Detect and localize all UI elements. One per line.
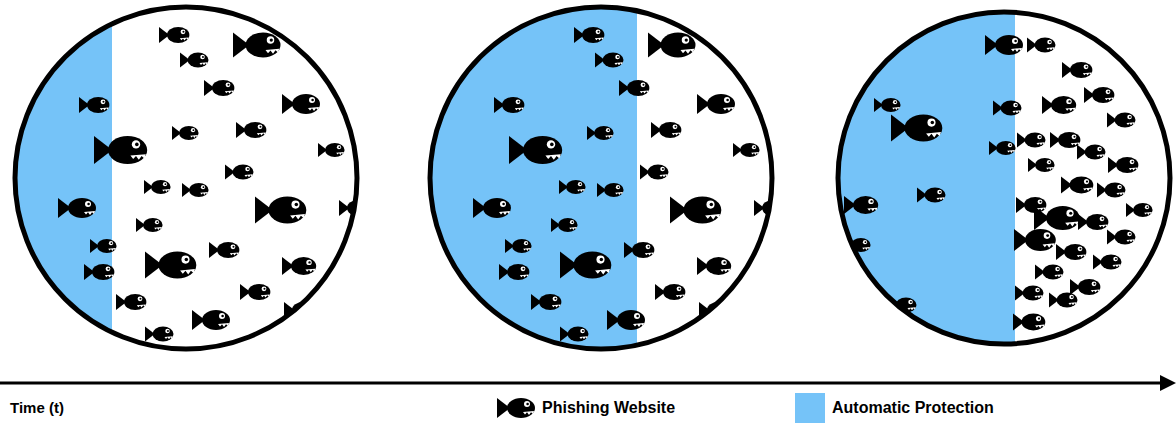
phishing-fish: [494, 97, 524, 113]
phishing-fish: [989, 141, 1016, 155]
phishing-fish: [655, 284, 685, 300]
phishing-fish: [1035, 265, 1064, 280]
phishing-fish: [595, 53, 624, 68]
phishing-fish: [651, 122, 681, 138]
phishing-fish: [1097, 183, 1126, 198]
phishing-fish: [182, 183, 209, 197]
phishing-fish: [844, 196, 878, 214]
legend-label: Automatic Protection: [832, 398, 994, 417]
phishing-fish: [473, 198, 511, 218]
phishing-fish: [1056, 244, 1086, 260]
phishing-fish: [1013, 314, 1045, 331]
phishing-fish: [560, 252, 611, 279]
phishing-fish: [587, 126, 614, 140]
phishing-fish: [90, 239, 117, 253]
phishing-fish: [204, 80, 234, 96]
phishing-fish: [318, 143, 345, 157]
phishing-fish: [1084, 87, 1114, 103]
phishing-fish: [58, 198, 96, 218]
phishing-fish: [1050, 132, 1080, 148]
phishing-fish: [597, 183, 624, 197]
phishing-fish: [697, 257, 731, 275]
phishing-fish: [499, 264, 529, 280]
phishing-fish: [159, 27, 189, 43]
phishing-fish: [1062, 62, 1092, 78]
phishing-fish: [1108, 157, 1138, 173]
protection-area: [830, 0, 1015, 360]
phishing-fish: [574, 27, 604, 43]
phishing-fish: [670, 197, 721, 224]
phishing-fish: [1061, 177, 1093, 194]
phishing-fish: [1028, 158, 1055, 172]
phishing-fish: [985, 35, 1023, 55]
legend-swatch: [795, 393, 825, 423]
phishing-fish: [1093, 255, 1122, 270]
phishing-fish: [891, 115, 942, 142]
phishing-fish: [640, 165, 669, 180]
phishing-fish: [282, 257, 316, 275]
phishing-fish: [1042, 96, 1076, 114]
phishing-fish: [505, 239, 532, 253]
phishing-fish: [874, 98, 901, 112]
phishing-fish: [282, 94, 320, 114]
phishing-fish: [84, 264, 114, 280]
fish-group: [844, 35, 1153, 331]
phishing-fish: [624, 242, 654, 258]
time-axis: [0, 382, 1162, 385]
axis-arrowhead: [1160, 375, 1176, 391]
phishing-fish: [145, 327, 174, 342]
phishing-fish: [993, 101, 1022, 116]
phishing-fish: [551, 218, 578, 232]
phishing-fish: [648, 33, 696, 58]
legend-label: Phishing Website: [542, 398, 675, 417]
phishing-fish: [559, 180, 586, 194]
phishing-fish: [697, 94, 735, 114]
phishing-fish: [172, 126, 199, 140]
phishing-fish: [1077, 145, 1106, 160]
phishing-fish: [917, 188, 946, 203]
phishing-fish: [225, 165, 254, 180]
circle-border: [838, 12, 1170, 344]
phishing-fish: [1027, 38, 1056, 53]
phishing-fish: [233, 33, 281, 58]
phishing-fish: [619, 80, 649, 96]
legend-fish-sample: [497, 398, 535, 418]
phishing-fish: [1016, 197, 1046, 213]
phishing-fish: [145, 252, 196, 279]
phishing-fish: [1017, 133, 1046, 148]
circle-border: [15, 7, 357, 349]
phishing-fish: [180, 53, 209, 68]
phishing-fish: [116, 294, 146, 310]
phishing-fish: [192, 310, 230, 330]
phishing-fish: [255, 197, 306, 224]
phishing-fish: [144, 180, 171, 194]
circle-border: [430, 7, 772, 349]
phishing-fish: [1107, 230, 1136, 245]
phishing-fish: [1107, 113, 1136, 128]
phishing-fish: [531, 294, 561, 310]
axis-label: Time (t): [10, 399, 64, 417]
phishing-fish: [236, 122, 266, 138]
phishing-fish: [1015, 286, 1044, 301]
phishing-fish: [1034, 206, 1080, 230]
protection-area: [420, 0, 637, 360]
phishing-fish: [560, 327, 589, 342]
phishing-fish: [94, 136, 147, 164]
phishing-fish: [1070, 279, 1100, 295]
phishing-fish: [209, 242, 239, 258]
phishing-fish: [1078, 214, 1108, 230]
phishing-fish: [733, 143, 760, 157]
phishing-fish: [1049, 293, 1078, 308]
phishing-fish: [509, 136, 562, 164]
phishing-fish: [1014, 229, 1056, 251]
phishing-fish: [136, 218, 163, 232]
phishing-fish: [240, 284, 270, 300]
phishing-fish: [1126, 203, 1153, 217]
phishing-fish: [607, 310, 645, 330]
phishing-fish: [79, 97, 109, 113]
